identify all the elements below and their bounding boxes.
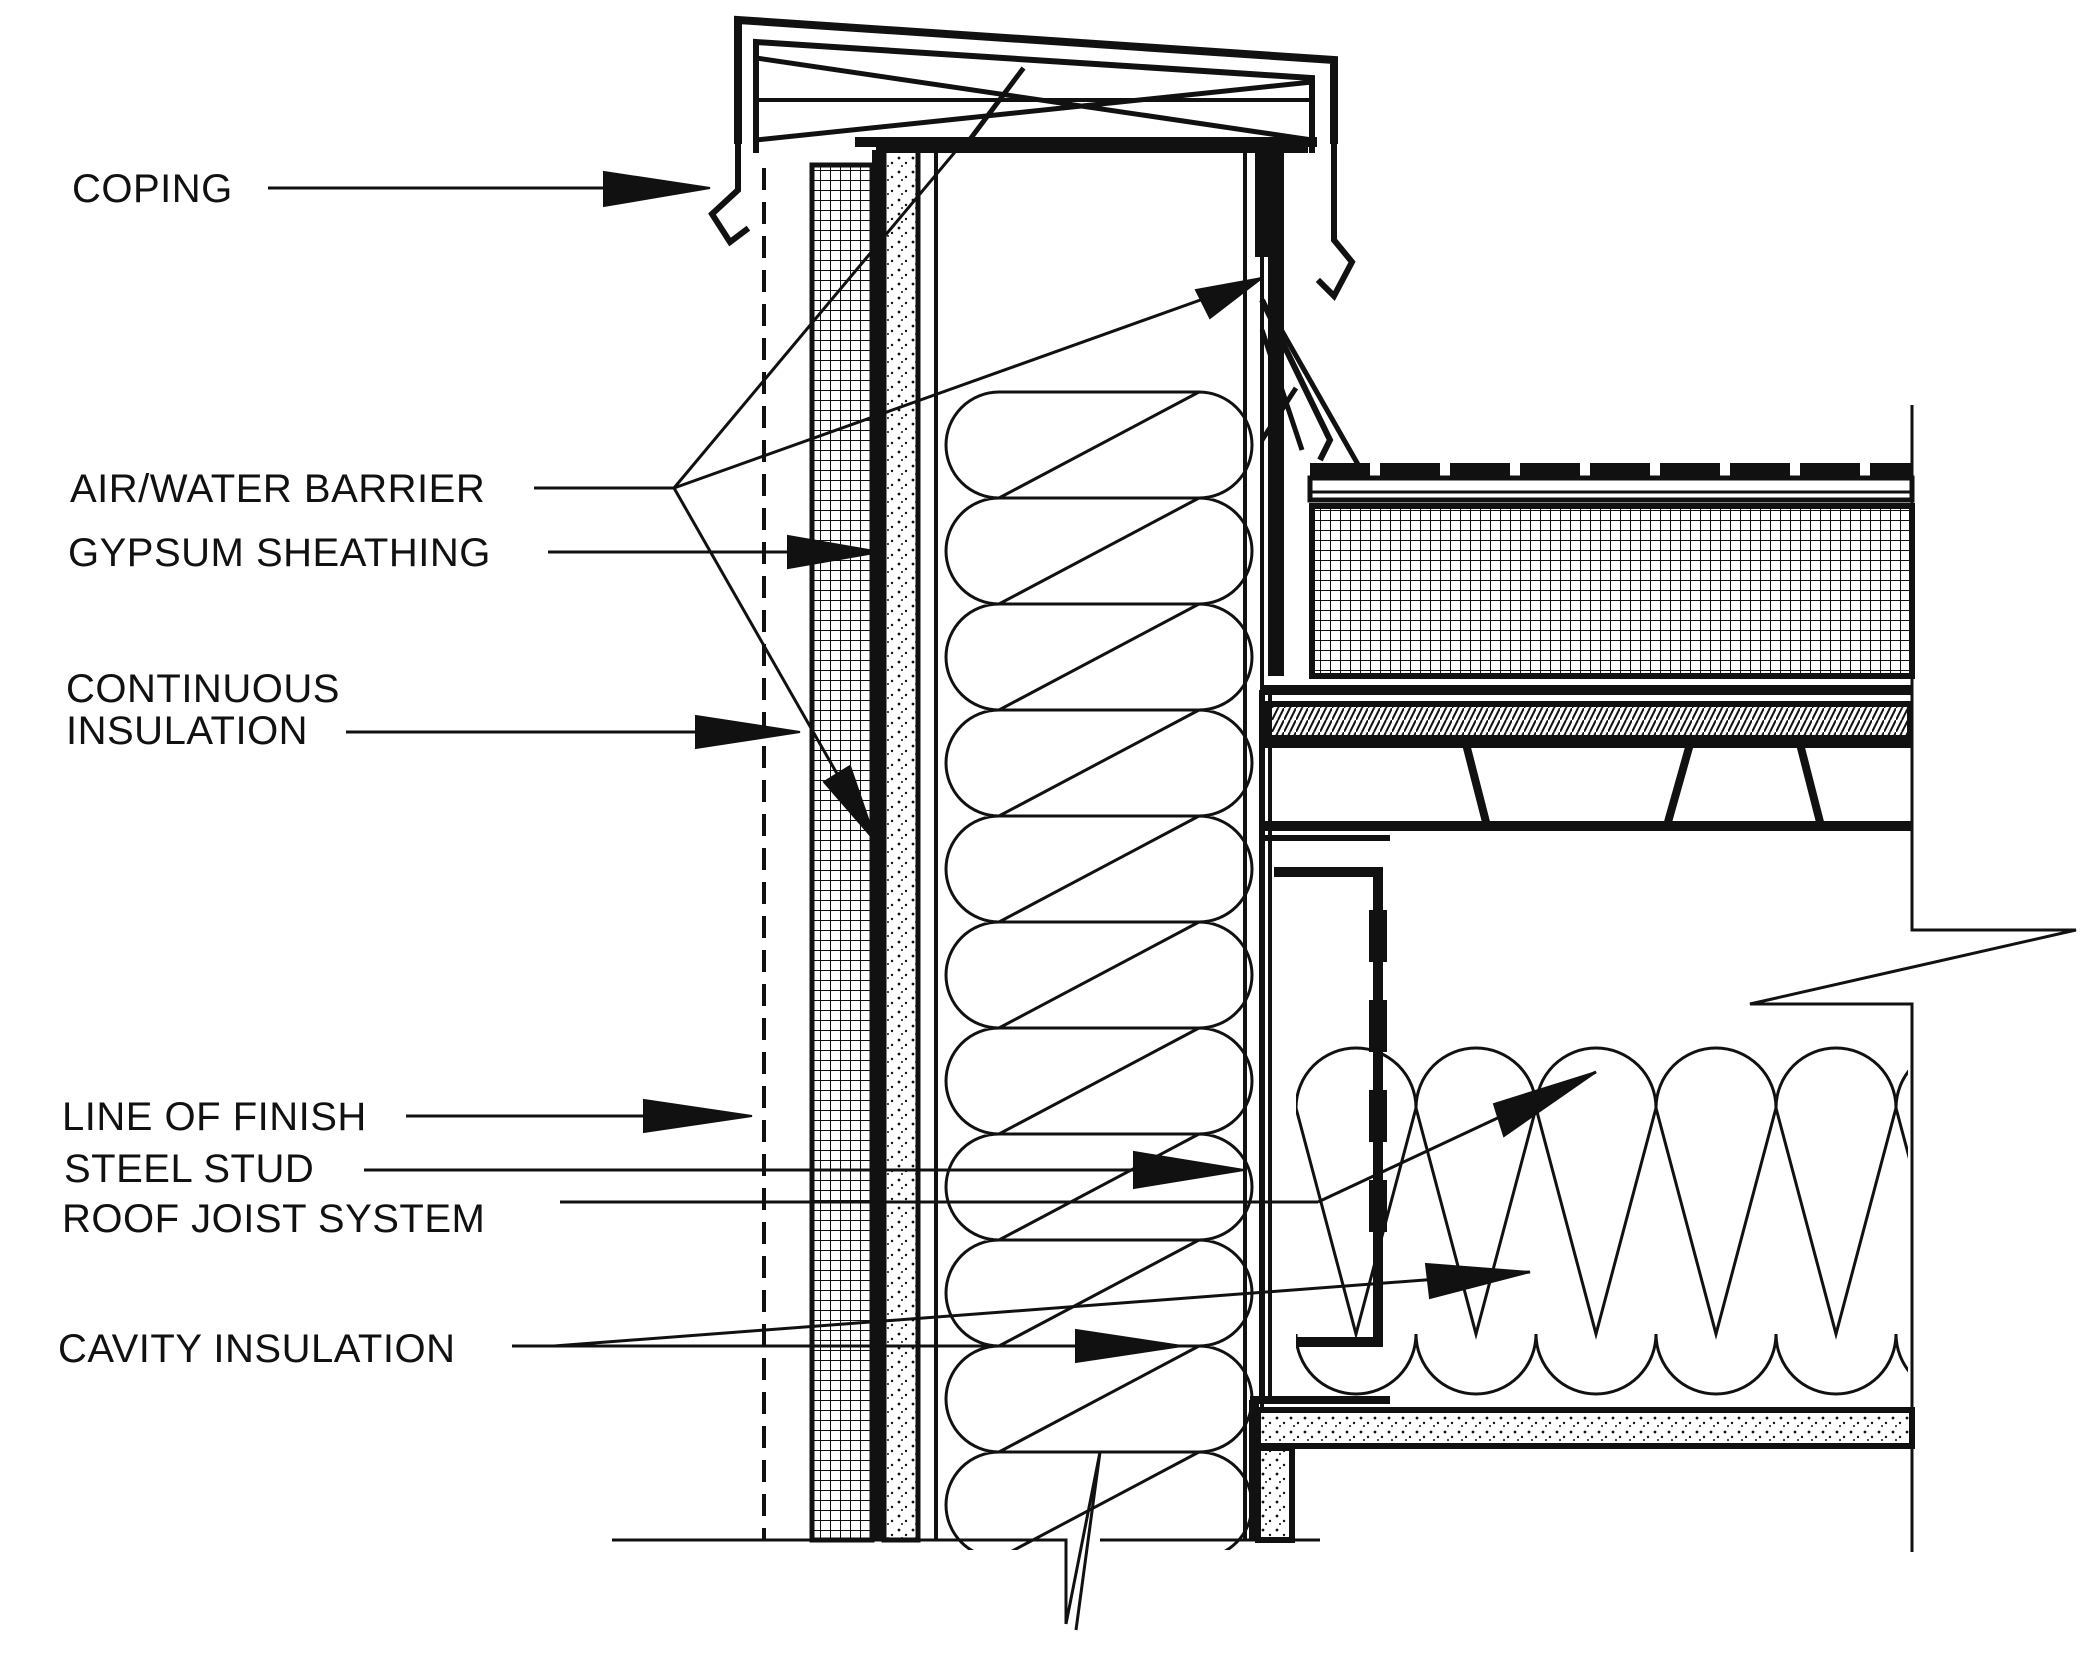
- label-roof-joist-system: ROOF JOIST SYSTEM: [62, 1197, 485, 1241]
- roof-joist-system: [1274, 867, 1387, 1347]
- label-line-of-finish: LINE OF FINISH: [62, 1095, 367, 1139]
- label-coping: COPING: [72, 167, 233, 211]
- roof-assembly: [1259, 298, 1915, 503]
- arrow-cavity-insulation-wall: [1075, 1328, 1183, 1364]
- arrow-continuous-insulation: [695, 714, 801, 750]
- wall-break-line: [612, 1451, 1320, 1631]
- roof-cavity-insulation-batt: [1296, 1046, 1908, 1396]
- arrow-coping: [603, 170, 711, 208]
- label-cavity-insulation: CAVITY INSULATION: [58, 1327, 455, 1371]
- callout-labels: COPING AIR/WATER BARRIER GYPSUM SHEATHIN…: [58, 167, 491, 1371]
- arrow-air-water-barrier-lower: [822, 764, 877, 843]
- leader-lines: [268, 145, 1597, 1348]
- air-water-barrier-layer: [872, 150, 882, 1540]
- arrow-air-water-barrier: [1194, 277, 1263, 320]
- roof-rigid-insulation: [1309, 503, 1915, 679]
- label-steel-stud: STEEL STUD: [64, 1147, 314, 1191]
- label-gypsum-sheathing: GYPSUM SHEATHING: [68, 531, 491, 575]
- gypsum-sheathing-layer: [881, 147, 921, 1543]
- parapet-blocking: [1259, 150, 1284, 1398]
- label-continuous-insulation-2: INSULATION: [66, 709, 308, 753]
- arrow-line-of-finish: [643, 1098, 753, 1134]
- leader-arrowheads: [603, 170, 1597, 1364]
- arrow-cavity-insulation-roof: [1424, 1262, 1531, 1300]
- label-air-water-barrier: AIR/WATER BARRIER: [70, 467, 485, 511]
- arrow-steel-stud: [1133, 1150, 1245, 1190]
- arrow-roof-joist-system: [1492, 1071, 1597, 1138]
- continuous-insulation-layer: [809, 162, 875, 1543]
- roof-break-line: [1749, 405, 2077, 1552]
- roof-deck: [1262, 685, 1913, 841]
- ceiling-finish: [1249, 1396, 1915, 1543]
- coping-cap: [708, 15, 1356, 301]
- label-continuous-insulation-1: CONTINUOUS: [66, 667, 340, 711]
- wall-cavity-insulation-batt: [944, 390, 1254, 1550]
- arrow-gypsum-sheathing: [787, 534, 881, 570]
